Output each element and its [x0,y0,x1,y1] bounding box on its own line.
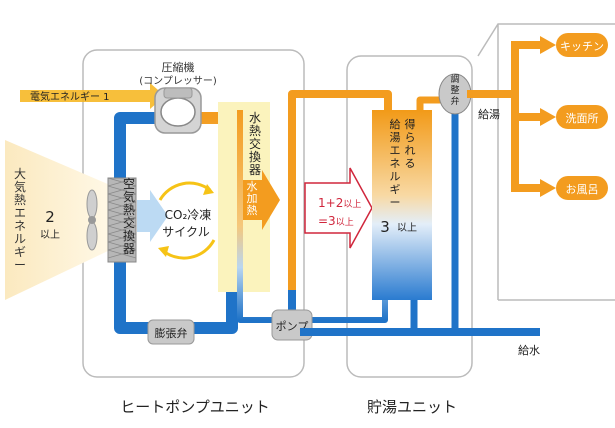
water-heat-exchanger-label: 水熱交換器 [249,111,261,177]
formula-line-1: 1+2以上 [318,196,361,210]
air-energy-label: 大気熱エネルギー [14,167,26,272]
obtained-energy-unit: 以上 [397,222,417,234]
water-heating-label: 水加熱 [247,180,258,217]
kitchen-label: キッチン [560,40,604,53]
house-outline [477,23,615,301]
refrigerant-loop-blue [114,112,238,334]
fan-icon [86,189,98,251]
compressor-label: 圧縮機 [162,60,195,74]
mixing-valve-label: 調整弁 [450,73,459,107]
co2-cycle-label-2: サイクル [162,225,209,239]
co2-cycle-ring [158,181,216,260]
compressor-sublabel: (コンプレッサー) [139,75,217,87]
heat-pump-unit-caption: ヒートポンプユニット [120,398,270,416]
expansion-valve-label: 膨張弁 [155,326,188,340]
air-energy-unit: 以上 [40,229,60,241]
washroom-label: 洗面所 [566,112,599,125]
co2-cycle-label-1: CO₂冷凍 [165,208,212,222]
water-supply-label: 給水 [518,343,540,357]
compressor-icon [154,87,202,134]
washroom-arrow [540,108,556,126]
bath-arrow [540,179,556,197]
tank-hot-outlet [416,96,445,110]
air-to-cycle-arrow [137,190,168,242]
hot-water-supply-label: 給湯 [478,107,500,121]
hot-water-distribution [467,41,549,192]
washroom-badge [556,105,608,129]
bath-label: お風呂 [566,183,599,196]
obtained-energy-value: 3 [380,218,390,236]
bath-badge [556,176,608,200]
kitchen-badge [556,33,608,57]
obtained-energy-label: 得られる給湯エネルギー [390,117,416,209]
formula-line-2: =3以上 [318,214,354,228]
air-heat-exchanger-grid [107,177,137,263]
air-energy-value: 2 [45,208,55,226]
storage-unit-caption: 貯湯ユニット [367,398,457,416]
electric-energy-arrow [20,83,165,109]
kitchen-arrow [540,36,556,54]
air-energy-beam [5,140,110,300]
expansion-valve-icon [147,319,195,345]
water-heating-arrow [237,170,280,230]
hot-water-tank [372,110,432,300]
water-hot-pipe [288,90,392,290]
air-heat-exchanger-label: 空気熱交換器 [123,177,135,256]
electric-energy-label: 電気エネルギー 1 [30,90,110,103]
formula-arrow [304,167,373,249]
